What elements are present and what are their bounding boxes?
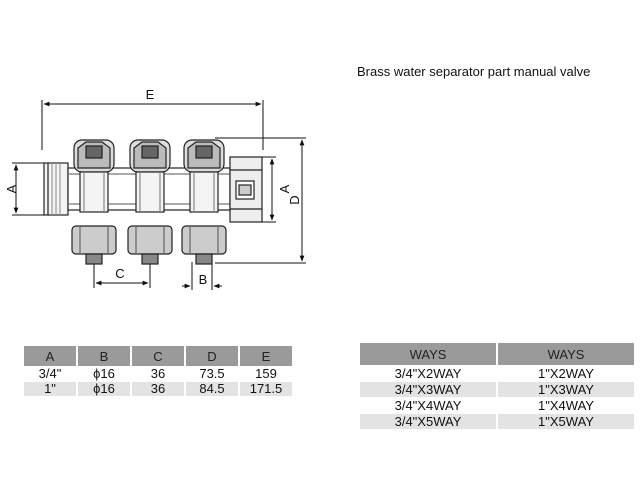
table-row: 3/4"X3WAY 1"X3WAY	[360, 382, 634, 397]
table-row: 3/4"X4WAY 1"X4WAY	[360, 398, 634, 413]
cell: 3/4"X2WAY	[360, 366, 496, 381]
label-d: D	[287, 195, 302, 204]
valve-3	[181, 139, 227, 265]
table-row: 3/4" ϕ16 36 73.5 159	[24, 367, 292, 381]
header-ways-1: WAYS	[498, 343, 634, 365]
table-row: 1" ϕ16 36 84.5 171.5	[24, 382, 292, 396]
cell: 1"X5WAY	[498, 414, 634, 429]
dimensions-table: A B C D E 3/4" ϕ16 36 73.5 159 1" ϕ16 36…	[22, 345, 294, 397]
dimension-e: E	[41, 87, 264, 150]
dimension-d: D	[215, 137, 306, 264]
cell: 171.5	[240, 382, 292, 396]
header-ways-3-4: WAYS	[360, 343, 496, 365]
table-row: 3/4"X5WAY 1"X5WAY	[360, 414, 634, 429]
cell: ϕ16	[78, 382, 130, 396]
dimension-a-right: A	[262, 156, 292, 223]
cell: 1"X3WAY	[498, 382, 634, 397]
ways-header-row: WAYS WAYS	[360, 343, 634, 365]
cell: ϕ16	[78, 367, 130, 381]
label-a-left: A	[4, 184, 19, 193]
header-e: E	[240, 346, 292, 366]
table-row: 3/4"X2WAY 1"X2WAY	[360, 366, 634, 381]
cell: 84.5	[186, 382, 238, 396]
dimension-c: C	[93, 262, 151, 288]
label-b: B	[199, 272, 208, 287]
header-c: C	[132, 346, 184, 366]
ways-table: WAYS WAYS 3/4"X2WAY 1"X2WAY 3/4"X3WAY 1"…	[358, 342, 636, 430]
label-c: C	[115, 266, 124, 281]
cell: 3/4"X5WAY	[360, 414, 496, 429]
cell: 1"	[24, 382, 76, 396]
product-title: Brass water separator part manual valve	[357, 64, 591, 79]
cell: 3/4"	[24, 367, 76, 381]
manifold-drawing: E A A D C B	[4, 87, 306, 290]
dimension-b: B	[182, 262, 222, 290]
cell: 3/4"X4WAY	[360, 398, 496, 413]
cell: 36	[132, 382, 184, 396]
cell: 159	[240, 367, 292, 381]
label-e: E	[146, 87, 155, 102]
dimension-a-left: A	[4, 162, 44, 216]
cell: 73.5	[186, 367, 238, 381]
cell: 36	[132, 367, 184, 381]
header-b: B	[78, 346, 130, 366]
label-a-right: A	[277, 184, 292, 193]
cell: 1"X4WAY	[498, 398, 634, 413]
header-a: A	[24, 346, 76, 366]
header-d: D	[186, 346, 238, 366]
valve-1	[71, 139, 117, 265]
cell: 3/4"X3WAY	[360, 382, 496, 397]
valve-2	[127, 139, 173, 265]
dimensions-header-row: A B C D E	[24, 346, 292, 366]
cell: 1"X2WAY	[498, 366, 634, 381]
